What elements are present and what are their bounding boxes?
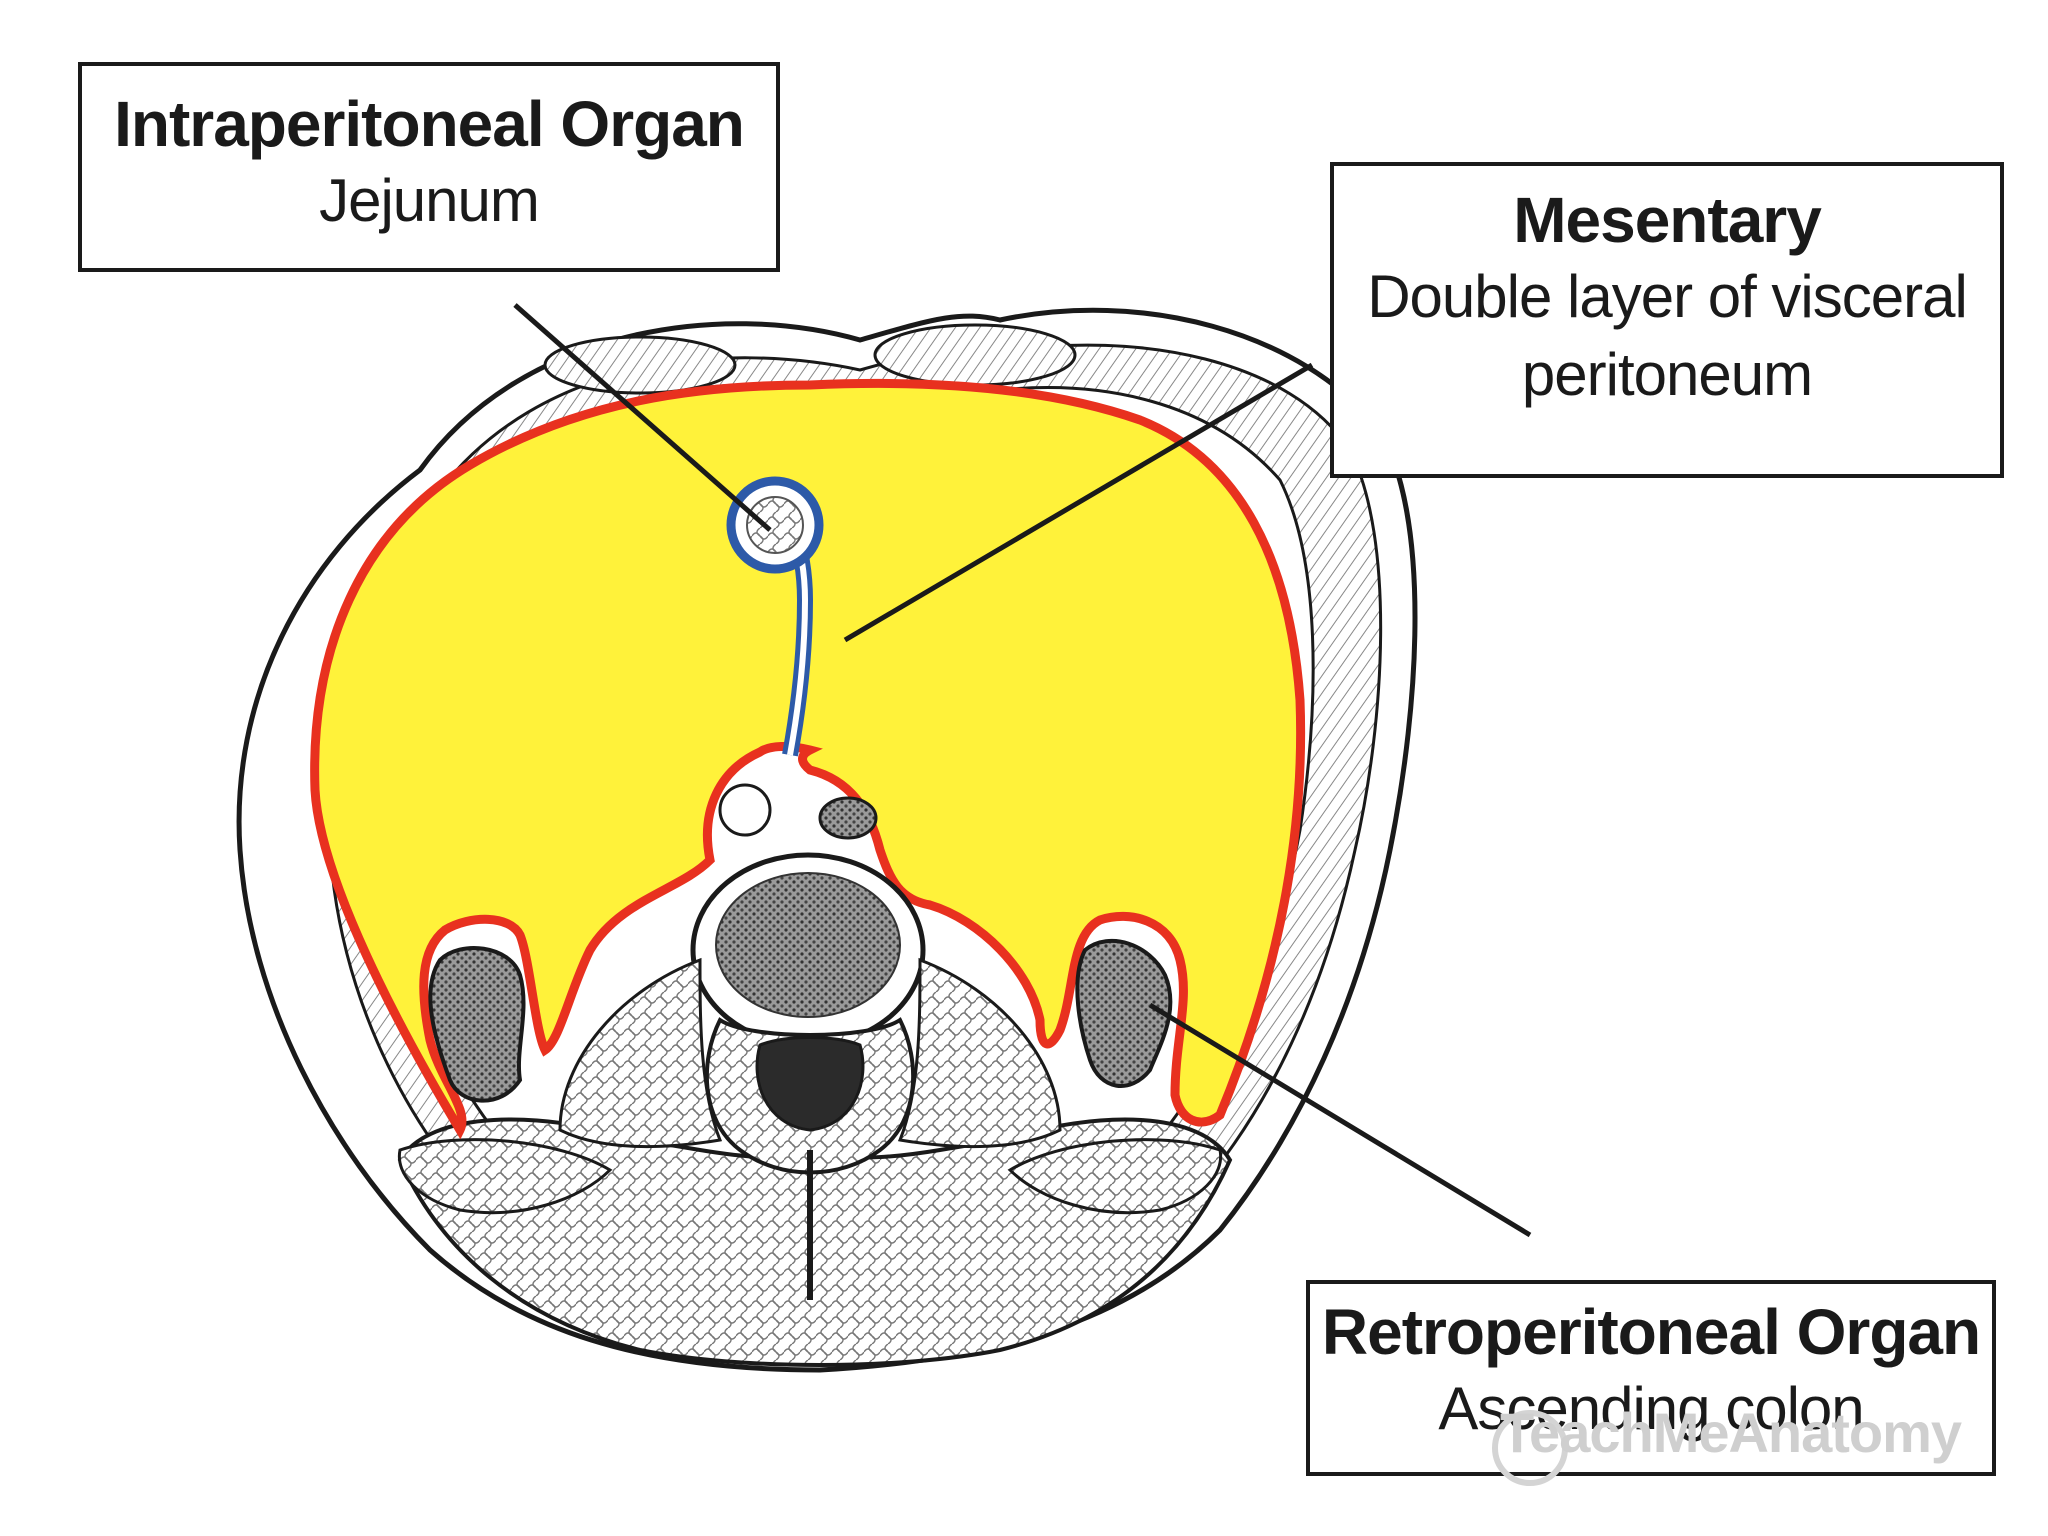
label-retroperitoneal-title: Retroperitoneal Organ: [1321, 1296, 1981, 1368]
label-mesentery-title: Mesentary: [1513, 184, 1822, 256]
psoas-right: [1007, 1138, 1223, 1215]
copyright-icon: [1492, 1410, 1568, 1486]
label-intraperitoneal-organ: Intraperitoneal Organ Jejunum: [78, 62, 780, 272]
label-intraperitoneal-subtitle: Jejunum: [319, 166, 540, 234]
leader-line-retroperitoneal: [1148, 1002, 1532, 1238]
ascending-colon: [1075, 939, 1173, 1088]
spinal-canal: [755, 1036, 865, 1132]
label-intraperitoneal-title: Intraperitoneal Organ: [114, 88, 745, 160]
vertebral-body-core: [715, 872, 901, 1018]
leader-line-mesentery: [843, 362, 1314, 643]
psoas-left: [397, 1138, 613, 1215]
muscle-wall: [327, 343, 1383, 1203]
paraspinal-left: [558, 957, 723, 1149]
inferior-vena-cava: [818, 796, 878, 840]
rectus-muscle-right: [873, 323, 1077, 387]
peritoneal-cavity: [310, 378, 1306, 1140]
label-retroperitoneal-organ: Retroperitoneal Organ Ascending colon: [1306, 1280, 1996, 1476]
rectus-muscle-left: [543, 335, 737, 395]
label-mesentery: Mesentary Double layer of visceral perit…: [1330, 162, 2004, 478]
watermark-text: TeachMeAnatomy: [1500, 1401, 1962, 1464]
paraspinal-right: [897, 957, 1062, 1149]
aorta: [718, 783, 772, 837]
kidney-left: [428, 946, 526, 1103]
label-mesentery-subtitle-line2: peritoneum: [1521, 340, 1813, 408]
label-mesentery-subtitle-line1: Double layer of visceral: [1367, 262, 1968, 330]
jejunum-lumen: [746, 496, 804, 554]
leader-line-intraperitoneal: [513, 303, 772, 532]
